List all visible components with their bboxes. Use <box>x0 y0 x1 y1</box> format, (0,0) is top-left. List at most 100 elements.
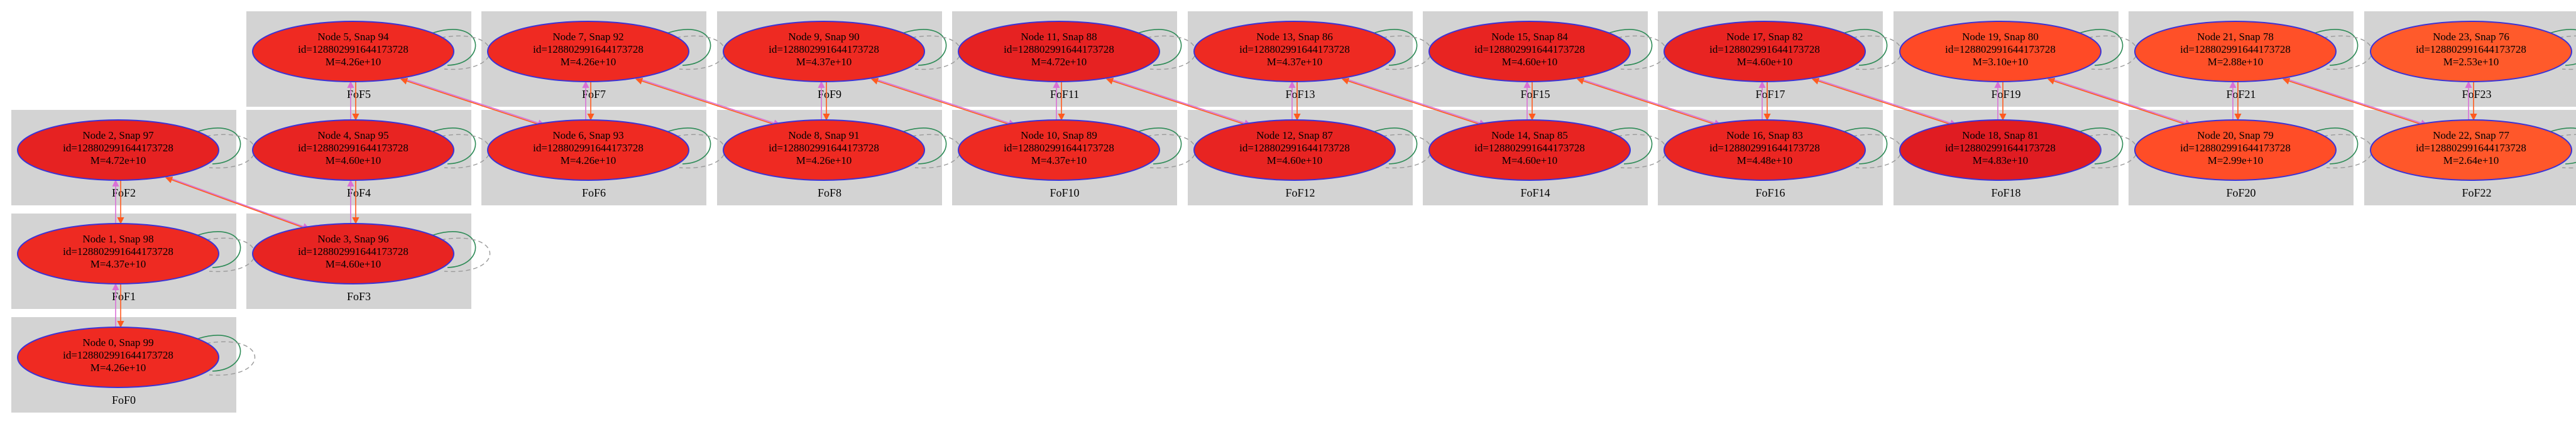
self-loop-solid <box>2075 29 2124 66</box>
self-loop-solid <box>1133 127 1182 165</box>
node-label-line1: Node 6, Snap 93 <box>552 129 623 141</box>
halo-node[interactable]: Node 9, Snap 90id=128802991644173728M=4.… <box>723 21 962 82</box>
cluster-label: FoF21 <box>2226 88 2255 100</box>
halo-node[interactable]: Node 22, Snap 77id=128802991644173728M=2… <box>2370 119 2576 181</box>
self-loop-solid <box>1133 29 1182 66</box>
node-label-line1: Node 7, Snap 92 <box>552 31 623 43</box>
node-label-line1: Node 8, Snap 91 <box>788 129 859 141</box>
halo-node[interactable]: Node 1, Snap 98id=128802991644173728M=4.… <box>17 223 256 284</box>
cluster-label: FoF13 <box>1285 88 1315 100</box>
node-label-line2: id=128802991644173728 <box>1004 43 1114 55</box>
cluster-label: FoF22 <box>2462 187 2491 199</box>
halo-node[interactable]: Node 6, Snap 93id=128802991644173728M=4.… <box>487 119 726 181</box>
node-label-line2: id=128802991644173728 <box>1709 43 1820 55</box>
node-label-line1: Node 21, Snap 78 <box>2197 31 2274 43</box>
node-label-line2: id=128802991644173728 <box>298 43 408 55</box>
node-ellipse <box>958 119 1160 181</box>
node-ellipse <box>1663 119 1866 181</box>
halo-node[interactable]: Node 18, Snap 81id=128802991644173728M=4… <box>1899 119 2138 181</box>
node-ellipse <box>17 223 219 284</box>
merger-edge <box>1053 80 1065 121</box>
halo-node[interactable]: Node 3, Snap 96id=128802991644173728M=4.… <box>252 223 491 284</box>
halo-node[interactable]: Node 21, Snap 78id=128802991644173728M=2… <box>2134 21 2373 82</box>
node-label-line2: id=128802991644173728 <box>533 142 644 154</box>
node-label-line3: M=3.10e+10 <box>1973 56 2029 68</box>
merger-edges <box>112 76 2477 328</box>
node-label-line3: M=4.26e+10 <box>561 56 617 68</box>
node-ellipse <box>958 21 1160 82</box>
node-label-line3: M=4.60e+10 <box>1502 154 1558 166</box>
node-ellipse <box>2134 21 2337 82</box>
node-label-line3: M=4.60e+10 <box>326 258 381 270</box>
halo-node[interactable]: Node 12, Snap 87id=128802991644173728M=4… <box>1193 119 1432 181</box>
merger-edge <box>582 80 595 121</box>
node-label-line2: id=128802991644173728 <box>2180 43 2291 55</box>
self-loop-solid <box>2545 127 2576 165</box>
descendant-edge <box>1573 76 1722 127</box>
descendant-edge <box>1808 76 1958 127</box>
node-ellipse <box>2370 119 2572 181</box>
self-loop-solid <box>427 29 476 66</box>
merger-edge <box>2465 80 2477 121</box>
halo-node[interactable]: Node 19, Snap 80id=128802991644173728M=3… <box>1899 21 2138 82</box>
merger-edge <box>112 179 124 225</box>
self-loop-dashed <box>441 237 491 273</box>
descendant-edge <box>1338 76 1487 127</box>
node-ellipse <box>487 21 689 82</box>
progenitor-edge <box>1576 77 1725 128</box>
merger-edge <box>867 76 1019 128</box>
node-label-line1: Node 17, Snap 82 <box>1726 31 1803 43</box>
node-label-line1: Node 10, Snap 89 <box>1021 129 1097 141</box>
merger-edge <box>1758 80 1771 121</box>
node-label-line3: M=4.37e+10 <box>796 56 852 68</box>
descendant-edge <box>397 76 545 127</box>
node-ellipse <box>1899 119 2102 181</box>
halo-node[interactable]: Node 8, Snap 91id=128802991644173728M=4.… <box>723 119 962 181</box>
self-loop-solid <box>898 29 947 66</box>
halo-node[interactable]: Node 13, Snap 86id=128802991644173728M=4… <box>1193 21 1432 82</box>
cluster-label: FoF19 <box>1991 88 2020 100</box>
descendant-edge <box>632 76 781 127</box>
halo-node[interactable]: Node 5, Snap 94id=128802991644173728M=4.… <box>252 21 491 82</box>
halo-node[interactable]: Node 0, Snap 99id=128802991644173728M=4.… <box>17 327 256 388</box>
halo-node[interactable]: Node 17, Snap 82id=128802991644173728M=4… <box>1663 21 1902 82</box>
halo-node[interactable]: Node 11, Snap 88id=128802991644173728M=4… <box>958 21 1197 82</box>
self-loop-solid <box>427 127 476 165</box>
node-label-line2: id=128802991644173728 <box>1474 142 1585 154</box>
node-label-line1: Node 11, Snap 88 <box>1021 31 1097 43</box>
node-label-line2: id=128802991644173728 <box>63 142 173 154</box>
node-label-line1: Node 4, Snap 95 <box>317 129 388 141</box>
self-loop-solid <box>2075 127 2124 165</box>
self-loop-solid <box>192 231 241 268</box>
self-loop-solid <box>1839 29 1888 66</box>
merger-edge <box>1102 76 1255 128</box>
halo-node[interactable]: Node 23, Snap 76id=128802991644173728M=2… <box>2370 21 2576 82</box>
self-loop-solid <box>1369 127 1418 165</box>
descendant-edge <box>162 175 310 230</box>
node-ellipse <box>1193 119 1396 181</box>
node-label-line2: id=128802991644173728 <box>298 142 408 154</box>
node-label-line1: Node 5, Snap 94 <box>317 31 389 43</box>
cluster-label: FoF3 <box>347 290 371 303</box>
node-ellipse <box>1899 21 2102 82</box>
halo-node[interactable]: Node 10, Snap 89id=128802991644173728M=4… <box>958 119 1197 181</box>
halo-node[interactable]: Node 4, Snap 95id=128802991644173728M=4.… <box>252 119 491 181</box>
cluster-label: FoF2 <box>112 187 136 199</box>
node-label-line2: id=128802991644173728 <box>63 349 173 361</box>
node-ellipse <box>1193 21 1396 82</box>
node-ellipse <box>1428 119 1631 181</box>
merger-edge <box>1573 76 1725 128</box>
self-loop-solid <box>1369 29 1418 66</box>
node-label-line1: Node 12, Snap 87 <box>1256 129 1333 141</box>
node-label-line3: M=4.26e+10 <box>561 154 617 166</box>
halo-node[interactable]: Node 15, Snap 84id=128802991644173728M=4… <box>1428 21 1667 82</box>
node-ellipse <box>723 119 925 181</box>
self-loop-dashed <box>206 341 256 376</box>
self-loop-solid <box>898 127 947 165</box>
self-loop-solid <box>1604 29 1653 66</box>
node-label-line3: M=4.60e+10 <box>1267 154 1323 166</box>
halo-node[interactable]: Node 16, Snap 83id=128802991644173728M=4… <box>1663 119 1902 181</box>
node-label-line1: Node 2, Snap 97 <box>82 129 154 141</box>
self-loop-solid <box>662 29 711 66</box>
cluster-label: FoF18 <box>1991 187 2020 199</box>
